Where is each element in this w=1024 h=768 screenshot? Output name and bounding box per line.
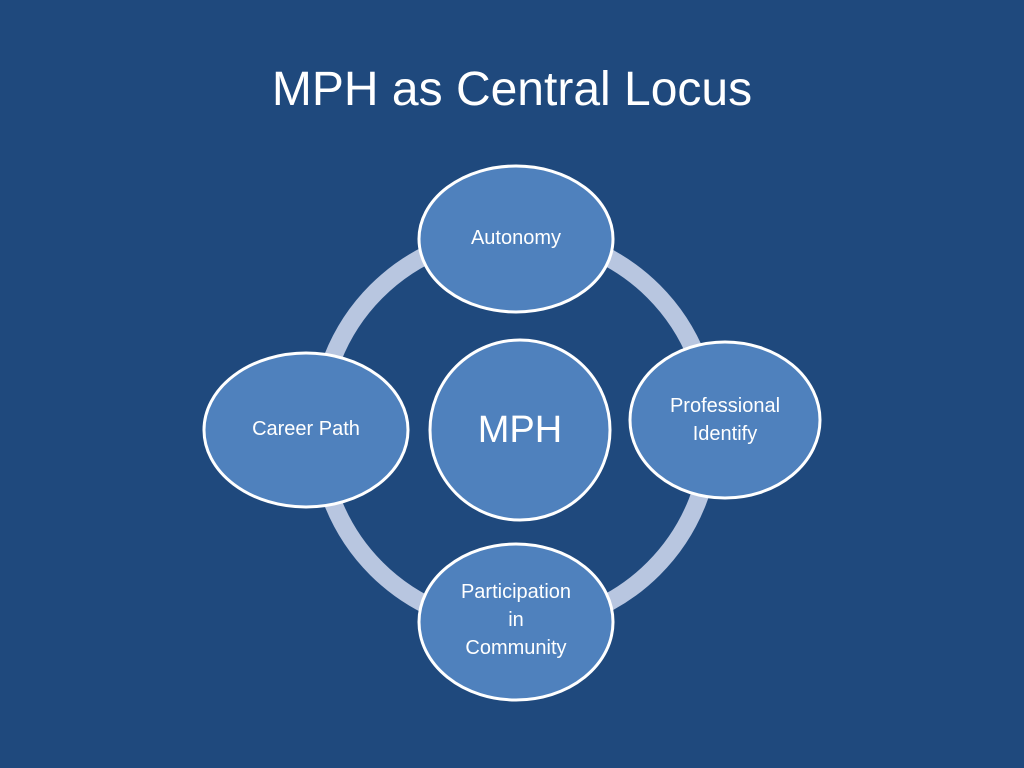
node-participation-shape	[417, 542, 615, 702]
node-professional-identify-label: Professional Identify	[669, 395, 781, 445]
center-node-label: MPH	[477, 409, 563, 451]
node-career-path-label: Career Path	[252, 418, 360, 440]
node-autonomy-label: Autonomy	[470, 227, 562, 249]
center-node-shape	[428, 338, 612, 522]
slide-title: MPH as Central Locus	[271, 63, 753, 116]
node-career-path-shape	[202, 351, 410, 509]
node-professional-identify-shape	[628, 340, 822, 500]
node-autonomy-shape	[417, 164, 615, 314]
node-participation-label: Participation in Community	[460, 581, 572, 659]
